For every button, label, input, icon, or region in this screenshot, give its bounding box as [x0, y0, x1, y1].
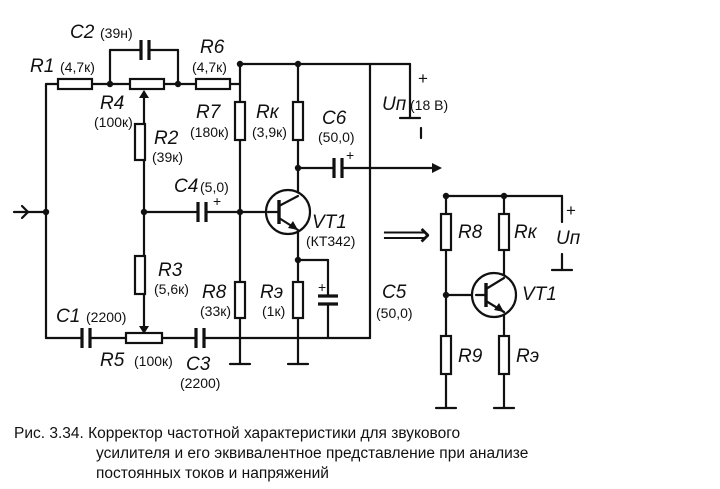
eq-label-vt1: VT1	[522, 284, 557, 305]
eq-resistor-rk	[497, 212, 511, 252]
label-c4: C4	[174, 176, 198, 197]
eq-label-up: Uп	[556, 228, 581, 249]
caption-line-1: Рис. 3.34. Корректор частотной характери…	[14, 425, 460, 442]
label-re: Rэ	[260, 282, 283, 303]
label-c1: C1	[56, 306, 80, 327]
figure-caption: Рис. 3.34. Корректор частотной характери…	[14, 425, 528, 482]
value-r4: (100к)	[94, 114, 133, 130]
label-r8: R8	[202, 282, 227, 303]
value-r2: (39к)	[152, 149, 183, 165]
value-c5: (50,0)	[376, 305, 413, 321]
eq-transistor-vt1	[470, 271, 518, 319]
eq-label-rk: Rк	[514, 222, 538, 243]
label-c3: C3	[186, 354, 211, 375]
value-r8: (33к)	[200, 303, 231, 319]
eq-label-r9: R9	[458, 346, 483, 367]
label-r3: R3	[158, 260, 183, 281]
label-up: Uп	[382, 94, 407, 115]
r5-wiper-arrow	[139, 326, 149, 334]
resistor-re	[291, 280, 305, 320]
label-r1: R1	[30, 56, 54, 77]
supply-plus: +	[418, 69, 428, 88]
resistor-r5	[124, 331, 164, 345]
value-re: (1к)	[262, 303, 285, 319]
transistor-vt1	[264, 188, 312, 236]
value-r6: (4,7к)	[192, 59, 227, 75]
resistor-r7	[233, 100, 247, 142]
resistor-r2	[133, 122, 147, 162]
equivalence-arrow: ⟹	[382, 215, 431, 255]
resistor-r6	[194, 77, 232, 91]
c5-plus: +	[318, 279, 326, 295]
value-r3: (5,6к)	[154, 281, 189, 297]
resistor-r8	[233, 280, 247, 320]
value-r1: (4,7к)	[60, 59, 95, 75]
capacitors	[80, 40, 344, 348]
eq-resistor-r8	[439, 212, 453, 252]
eq-supply-plus: +	[566, 201, 576, 220]
value-c2: (39н)	[100, 25, 133, 41]
equivalent-circuit: R8 Rк + Uп VT1 R9 Rэ	[434, 192, 581, 410]
label-c5: C5	[382, 282, 407, 303]
value-c3: (2200)	[180, 375, 220, 391]
eq-resistor-r9	[439, 334, 453, 376]
value-c6: (50,0)	[318, 129, 355, 145]
value-r5: (100к)	[134, 353, 173, 369]
label-c2: C2	[70, 22, 95, 43]
label-r5: R5	[100, 350, 125, 371]
value-up: (18 В)	[410, 97, 448, 113]
value-rk: (3,9к)	[252, 124, 287, 140]
label-r4: R4	[100, 93, 124, 114]
label-r2: R2	[154, 128, 179, 149]
polarity-marks: + + + +	[213, 69, 428, 295]
label-r7: R7	[196, 102, 222, 123]
eq-label-re: Rэ	[516, 346, 539, 367]
eq-resistor-re	[497, 334, 511, 376]
value-c4: (5,0)	[200, 179, 229, 195]
caption-line-2: усилителя и его эквивалентное представле…	[96, 445, 528, 462]
label-r6: R6	[200, 37, 225, 58]
c4-plus: +	[213, 193, 221, 209]
label-rk: Rк	[256, 102, 280, 123]
c6-plus: +	[346, 147, 354, 163]
resistor-r3	[133, 254, 147, 296]
resistors	[56, 77, 305, 345]
eq-label-r8: R8	[458, 222, 483, 243]
resistor-r4	[128, 77, 166, 91]
resistor-rk	[291, 100, 305, 142]
label-c6: C6	[322, 108, 347, 129]
labels: C2 (39н) R1 (4,7к) R6 (4,7к) R4 (100к) R…	[30, 22, 448, 391]
value-vt1: (КТ342)	[306, 233, 355, 249]
r4-wiper-arrow	[139, 90, 149, 98]
value-r7: (180к)	[190, 124, 229, 140]
value-c1: (2200)	[86, 309, 126, 325]
junctions	[42, 60, 302, 264]
resistor-r1	[56, 77, 94, 91]
label-vt1: VT1	[312, 212, 347, 233]
wires	[12, 48, 442, 366]
caption-line-3: постоянных токов и напряжений	[96, 465, 329, 482]
